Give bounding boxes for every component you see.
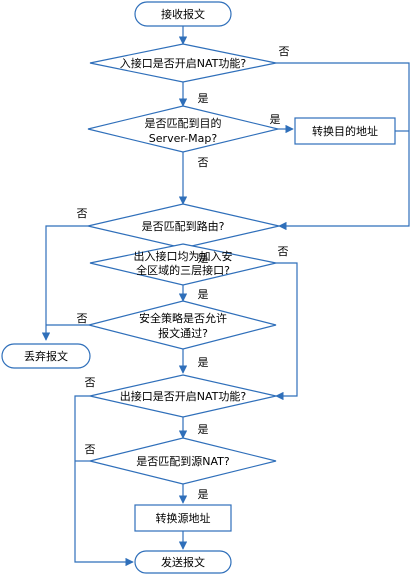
edge-zone-no — [275, 262, 298, 401]
send-label: 发送报文 — [161, 555, 205, 569]
translate-destination-label: 转换目的地址 — [312, 124, 378, 138]
label-out-nat-yes: 是 — [198, 423, 209, 436]
label-out-nat-no: 否 — [85, 376, 96, 389]
server-map-label-line1: 是否匹配到目的 — [145, 116, 222, 130]
discard-terminator — [1, 343, 91, 369]
route-match-label: 是否匹配到路由? — [142, 219, 225, 233]
label-policy-yes: 是 — [198, 356, 209, 369]
translate-source-process — [134, 504, 232, 532]
source-nat-label: 是否匹配到源NAT? — [136, 454, 230, 468]
start-label: 接收报文 — [161, 7, 205, 21]
in-interface-nat-label: 入接口是否开启NAT功能? — [120, 56, 247, 70]
edge-route-no — [41, 225, 88, 341]
label-in-nat-no: 否 — [279, 45, 290, 58]
security-policy-label-line1: 安全策略是否允许 — [139, 311, 227, 325]
label-zone-no: 否 — [278, 245, 289, 258]
discard-label: 丢弃报文 — [24, 349, 68, 363]
server-map-decision — [87, 105, 279, 153]
out-interface-nat-decision — [89, 374, 277, 418]
security-zone-label-line2: 全区域的三层接口? — [136, 263, 230, 277]
security-policy-label-line2: 报文通过? — [158, 326, 208, 340]
label-in-nat-yes: 是 — [198, 92, 209, 105]
label-route-yes: 是 — [198, 252, 209, 265]
out-interface-nat-label: 出接口是否开启NAT功能? — [120, 389, 247, 403]
edge-out-nat-no — [74, 395, 134, 567]
label-server-map-no: 否 — [198, 156, 209, 169]
in-interface-nat-decision — [89, 43, 277, 83]
edge-in-nat-no — [276, 62, 410, 231]
translate-source-label: 转换源地址 — [156, 511, 211, 525]
source-nat-decision — [89, 437, 277, 485]
start-terminator — [134, 1, 232, 27]
send-terminator — [134, 550, 232, 574]
security-zone-label-line1: 出入接口均为加入安 — [134, 249, 233, 263]
label-policy-no: 否 — [77, 312, 88, 325]
label-zone-yes: 是 — [198, 288, 209, 301]
label-server-map-yes: 是 — [270, 113, 281, 126]
security-zone-decision — [89, 243, 277, 286]
security-policy-decision — [88, 300, 277, 350]
server-map-label-line2: Server-Map? — [149, 132, 218, 145]
label-src-nat-yes: 是 — [198, 488, 209, 501]
label-route-no: 否 — [77, 207, 88, 220]
label-src-nat-no: 否 — [85, 443, 96, 456]
translate-destination-process — [294, 117, 396, 145]
